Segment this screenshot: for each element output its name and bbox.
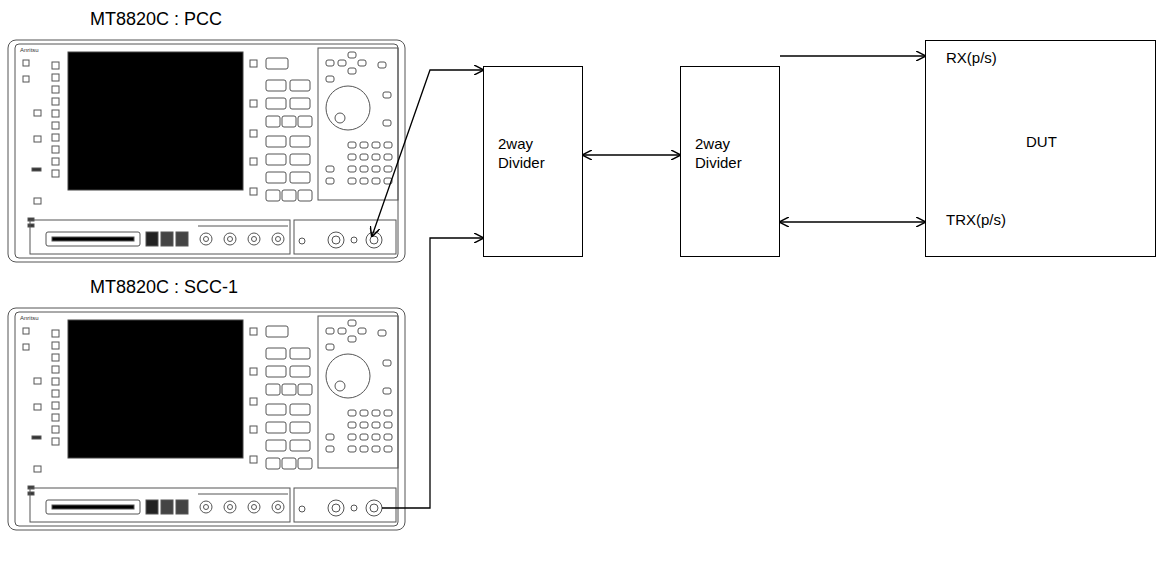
- rf-cable: [780, 221, 925, 222]
- divider-box: 2way Divider: [483, 66, 583, 257]
- node-text: RX(p/s): [946, 49, 997, 68]
- divider-box: 2way Divider: [680, 66, 780, 257]
- rf-cable: [382, 238, 483, 508]
- node-text: TRX(p/s): [946, 211, 1006, 230]
- rf-cable: [780, 55, 925, 56]
- dut-box: RX(p/s) DUT TRX(p/s): [925, 40, 1156, 257]
- instrument: MT8820C : PCC: [8, 40, 405, 262]
- rf-cable: [372, 70, 483, 236]
- node-text: DUT: [1026, 133, 1057, 152]
- node-text: MT8820C : PCC: [90, 8, 222, 31]
- brand-label: Anritsu: [20, 315, 39, 321]
- brand-label: Anritsu: [20, 47, 39, 53]
- rf-cable: [583, 154, 680, 155]
- node-text: 2way Divider: [695, 135, 757, 173]
- node-text: 2way Divider: [498, 135, 560, 173]
- instrument: MT8820C : SCC-1: [8, 308, 405, 530]
- node-text: MT8820C : SCC-1: [90, 276, 238, 299]
